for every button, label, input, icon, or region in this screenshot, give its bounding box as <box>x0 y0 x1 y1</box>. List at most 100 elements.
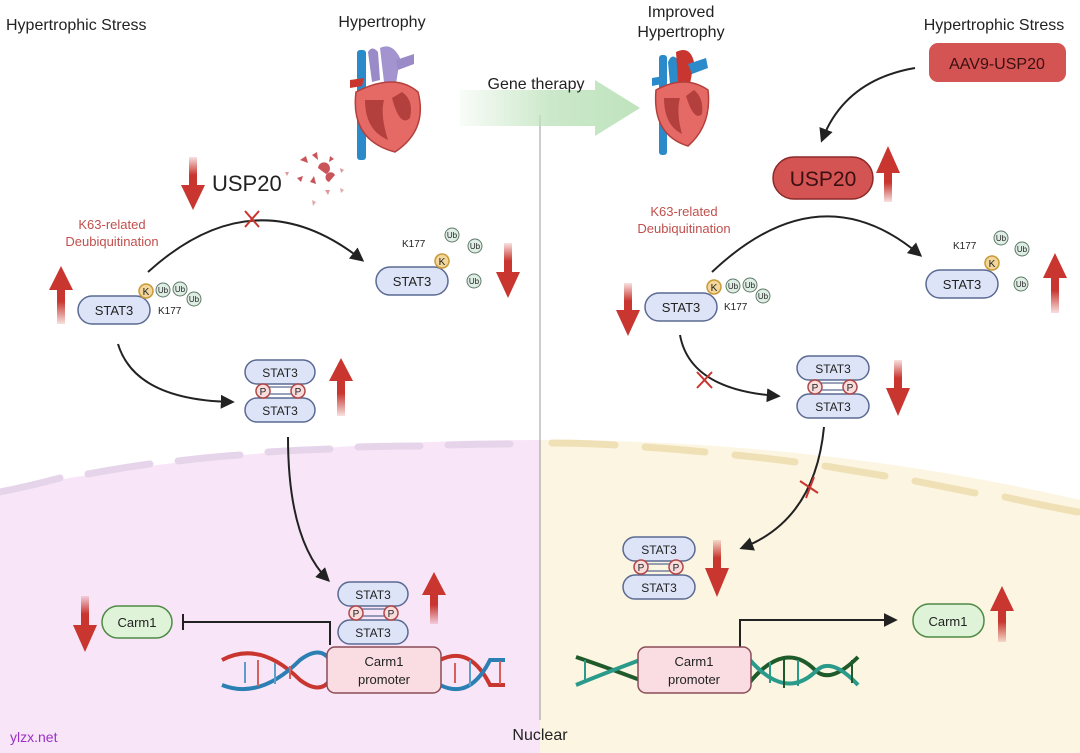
svg-text:Ub: Ub <box>996 234 1007 243</box>
right-k63-label-line1: K63-related <box>650 204 717 219</box>
svg-text:K: K <box>439 257 446 268</box>
svg-text:Ub: Ub <box>1017 245 1028 254</box>
right-outcome-title-line1: Improved <box>648 4 715 21</box>
svg-text:Ub: Ub <box>1016 280 1027 289</box>
svg-text:STAT3: STAT3 <box>662 300 701 315</box>
svg-text:P: P <box>812 383 819 394</box>
svg-text:Ub: Ub <box>470 242 481 251</box>
right-stress-title: Hypertrophic Stress <box>924 17 1065 34</box>
svg-text:STAT3: STAT3 <box>943 277 982 292</box>
left-stress-title: Hypertrophic Stress <box>6 17 147 34</box>
usp20-down-arrow <box>181 157 205 210</box>
svg-text:K: K <box>989 259 996 270</box>
svg-text:Ub: Ub <box>158 286 169 295</box>
svg-text:Ub: Ub <box>728 282 739 291</box>
left-stat3-ubiquitinated: STAT3 K Ub Ub Ub K177 <box>77 281 202 325</box>
left-stat3-free: STAT3 K K177 Ub Ub Ub <box>375 227 483 296</box>
left-usp20-label: USP20 <box>212 171 282 196</box>
right-dimer-nucleus-down-arrow <box>705 540 729 597</box>
svg-text:promoter: promoter <box>668 672 721 687</box>
svg-text:Ub: Ub <box>758 292 769 301</box>
blocked-x-icon-3 <box>799 476 819 499</box>
right-stat3-dimer-nucleus: STAT3 STAT3 P P <box>622 536 696 600</box>
svg-text:K177: K177 <box>158 306 182 317</box>
svg-text:P: P <box>673 563 680 574</box>
gene-therapy-arrow <box>460 80 640 136</box>
usp20-degradation-fragments <box>285 152 344 206</box>
left-stat3-free-down-arrow <box>496 243 520 298</box>
svg-text:STAT3: STAT3 <box>355 588 391 602</box>
svg-text:P: P <box>353 609 360 620</box>
svg-text:USP20: USP20 <box>790 168 857 191</box>
right-outcome-title-line2: Hypertrophy <box>637 24 724 41</box>
svg-text:STAT3: STAT3 <box>262 366 298 380</box>
left-nuclear-import-arrow <box>287 436 330 582</box>
left-stat3-dimer-cytoplasm: STAT3 STAT3 P P <box>244 359 316 423</box>
left-dimer-nucleus-up-arrow <box>422 572 446 624</box>
svg-text:Ub: Ub <box>175 285 186 294</box>
right-deubiquitination-arrow <box>711 215 923 273</box>
left-dimer-cytoplasm-up-arrow <box>329 358 353 416</box>
svg-text:STAT3: STAT3 <box>641 581 677 595</box>
right-usp20-up-arrow <box>876 146 900 202</box>
right-dna-helix-icon <box>575 655 860 688</box>
left-nuclear-membrane <box>0 440 514 496</box>
svg-text:STAT3: STAT3 <box>641 543 677 557</box>
left-phosphorylation-arrow <box>117 343 235 409</box>
blocked-x-icon <box>244 210 260 228</box>
right-dimer-cytoplasm-down-arrow <box>886 360 910 416</box>
nuclear-label: Nuclear <box>512 727 568 744</box>
svg-text:Carm1: Carm1 <box>928 614 967 629</box>
svg-text:Ub: Ub <box>189 295 200 304</box>
right-carm1-promoter: Carm1 promoter <box>637 646 752 694</box>
left-outcome-title: Hypertrophy <box>338 14 425 31</box>
svg-text:STAT3: STAT3 <box>355 626 391 640</box>
svg-text:STAT3: STAT3 <box>815 400 851 414</box>
svg-text:K177: K177 <box>402 239 426 250</box>
left-k63-label-line1: K63-related <box>78 217 145 232</box>
right-stat3-free-up-arrow <box>1043 253 1067 313</box>
right-stat3-free: STAT3 K K177 Ub Ub Ub <box>925 230 1030 299</box>
svg-text:Carm1: Carm1 <box>674 654 713 669</box>
svg-text:P: P <box>847 383 854 394</box>
right-k63-label-line2: Deubiquitination <box>637 221 730 236</box>
left-inhibition-line <box>183 621 331 645</box>
svg-text:Ub: Ub <box>745 281 756 290</box>
watermark: ylzx.net <box>10 729 58 745</box>
svg-text:Ub: Ub <box>447 231 458 240</box>
right-activation-arrow <box>739 613 898 648</box>
right-phosphorylation-arrow <box>679 334 781 403</box>
right-stat3-ub-down-arrow <box>616 283 640 336</box>
improved-heart-icon <box>652 49 710 155</box>
hypertrophic-heart-icon <box>350 46 422 160</box>
svg-text:P: P <box>638 563 645 574</box>
right-stat3-ubiquitinated: STAT3 K Ub Ub Ub K177 <box>644 277 771 322</box>
right-carm1-up-arrow <box>990 586 1014 642</box>
svg-text:STAT3: STAT3 <box>95 303 134 318</box>
left-carm1-down-arrow <box>73 596 97 652</box>
right-carm1-protein: Carm1 <box>912 603 985 638</box>
aav9-to-usp20-arrow <box>819 67 916 143</box>
svg-text:Ub: Ub <box>469 277 480 286</box>
left-stat3-dimer-nucleus: STAT3 STAT3 P P <box>337 581 409 645</box>
svg-text:promoter: promoter <box>358 672 411 687</box>
svg-text:P: P <box>388 609 395 620</box>
svg-text:STAT3: STAT3 <box>393 274 432 289</box>
left-carm1-protein: Carm1 <box>101 605 173 639</box>
blocked-x-icon-2 <box>696 371 713 389</box>
left-stat3-ub-up-arrow <box>49 266 73 324</box>
aav9-usp20-box: AAV9-USP20 <box>929 43 1066 82</box>
right-nuclear-import-arrow <box>739 426 825 551</box>
svg-text:Carm1: Carm1 <box>117 615 156 630</box>
gene-therapy-label: Gene therapy <box>488 76 585 93</box>
svg-text:K177: K177 <box>724 302 748 313</box>
svg-text:K: K <box>143 287 150 298</box>
right-nuclear-membrane <box>548 439 1080 516</box>
left-carm1-promoter: Carm1 promoter <box>326 646 442 694</box>
left-k63-label-line2: Deubiquitination <box>65 234 158 249</box>
svg-text:STAT3: STAT3 <box>262 404 298 418</box>
svg-text:P: P <box>295 387 302 398</box>
left-dna-helix-icon <box>221 650 505 692</box>
svg-text:Carm1: Carm1 <box>364 654 403 669</box>
